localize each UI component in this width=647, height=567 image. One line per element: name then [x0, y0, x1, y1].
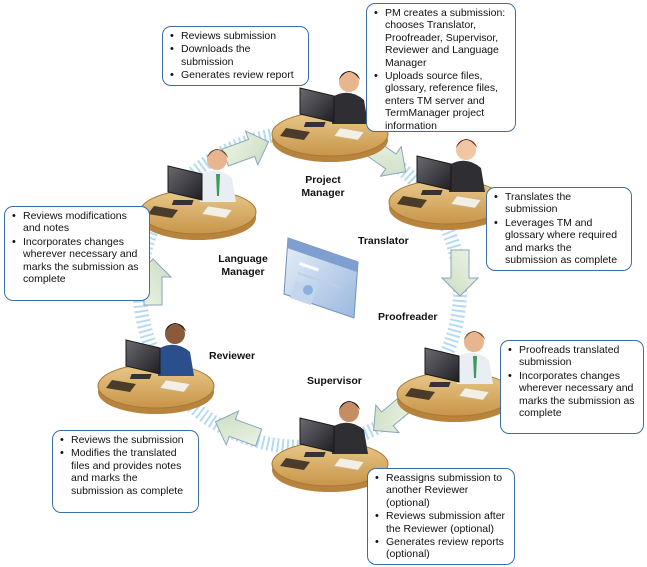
role-label-supervisor: Supervisor: [307, 375, 362, 387]
callout-item: Generates review report: [170, 69, 302, 82]
callout-item: Leverages TM and glossary where required…: [494, 217, 625, 267]
callout-item: Reviews submission: [170, 30, 302, 43]
workstation-translator: [388, 139, 506, 230]
callout-item: Reviews modifications and notes: [12, 210, 143, 235]
callout-item: Incorporates changes wherever necessary …: [508, 370, 637, 420]
callout-item: Uploads source files, glossary, referenc…: [374, 70, 509, 132]
callout-item: Downloads the submission: [170, 43, 302, 68]
callout-item: Reassigns submission to another Reviewer…: [375, 472, 508, 509]
callout-top-left: Reviews submissionDownloads the submissi…: [162, 26, 309, 86]
role-label-translator: Translator: [358, 235, 409, 247]
arrow-supervisor-to-reviewer: [214, 410, 263, 447]
callout-list: Reassigns submission to another Reviewer…: [374, 472, 508, 561]
role-label-reviewer: Reviewer: [209, 350, 256, 362]
callout-item: Proofreads translated submission: [508, 344, 637, 369]
callout-translator: Translates the submissionLeverages TM an…: [486, 187, 632, 271]
callout-list: Reviews submissionDownloads the submissi…: [169, 30, 302, 82]
callout-project-manager: PM creates a submission: chooses Transla…: [366, 3, 516, 132]
callout-item: Reviews submission after the Reviewer (o…: [375, 510, 508, 535]
callout-supervisor: Reassigns submission to another Reviewer…: [367, 468, 515, 565]
callout-item: Translates the submission: [494, 191, 625, 216]
workstation-reviewer: [97, 323, 215, 414]
callout-list: PM creates a submission: chooses Transla…: [373, 7, 509, 132]
callout-item: PM creates a submission: chooses Transla…: [374, 7, 509, 69]
workstation-project-manager: [271, 71, 389, 162]
callout-item: Incorporates changes wherever necessary …: [12, 236, 143, 286]
callout-reviewer: Reviews the submissionModifies the trans…: [52, 430, 199, 513]
callout-item: Modifies the translated files and provid…: [60, 447, 192, 497]
workstation-supervisor: [271, 401, 389, 492]
callout-proofreader: Proofreads translated submissionIncorpor…: [500, 340, 644, 434]
role-label-project-manager: Project Manager: [301, 174, 345, 199]
arrow-lm-to-pm: [221, 130, 270, 167]
callout-list: Reviews the submissionModifies the trans…: [59, 434, 192, 497]
workstation-proofreader: [396, 331, 514, 422]
callout-item: Generates review reports (optional): [375, 536, 508, 561]
workstations: [97, 71, 514, 492]
role-label-proofreader: Proofreader: [378, 311, 438, 323]
callout-list: Translates the submissionLeverages TM an…: [493, 191, 625, 266]
callout-list: Proofreads translated submissionIncorpor…: [507, 344, 637, 419]
callout-list: Reviews modifications and notesIncorpora…: [11, 210, 143, 285]
callout-language-manager: Reviews modifications and notesIncorpora…: [4, 206, 150, 301]
document-icon: [283, 237, 359, 319]
role-label-language-manager: Language Manager: [218, 253, 268, 278]
arrow-translator-to-proofreader: [440, 249, 480, 297]
callout-item: Reviews the submission: [60, 434, 192, 447]
workstation-language-manager: [139, 149, 257, 240]
